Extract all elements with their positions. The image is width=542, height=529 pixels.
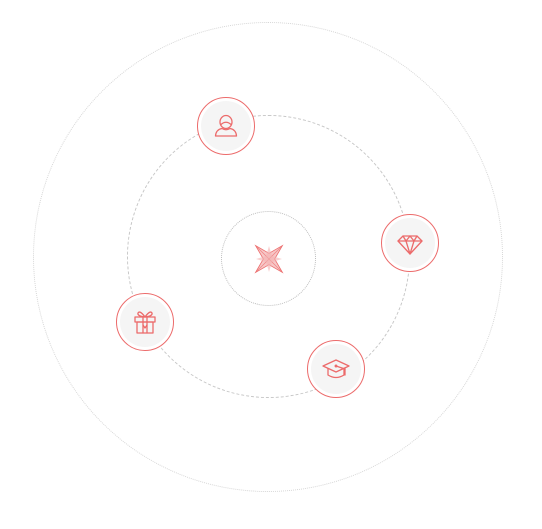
graduation-node-disc — [311, 344, 361, 394]
gift-node-button[interactable] — [116, 293, 174, 351]
user-node-disc — [201, 101, 251, 151]
center-sparkle-star-icon — [248, 238, 290, 280]
diamond-gem-icon — [397, 235, 423, 255]
outer-orbit-ring — [33, 22, 503, 492]
user-node-button[interactable] — [197, 97, 255, 155]
graduation-cap-icon — [322, 359, 350, 379]
inner-orbit-ring — [221, 211, 316, 306]
diamond-node-button[interactable] — [381, 214, 439, 272]
gift-box-icon — [134, 311, 156, 334]
graduation-node-button[interactable] — [307, 340, 365, 398]
gift-node-disc — [120, 297, 170, 347]
user-icon — [214, 114, 238, 137]
diamond-node-disc — [385, 218, 435, 268]
